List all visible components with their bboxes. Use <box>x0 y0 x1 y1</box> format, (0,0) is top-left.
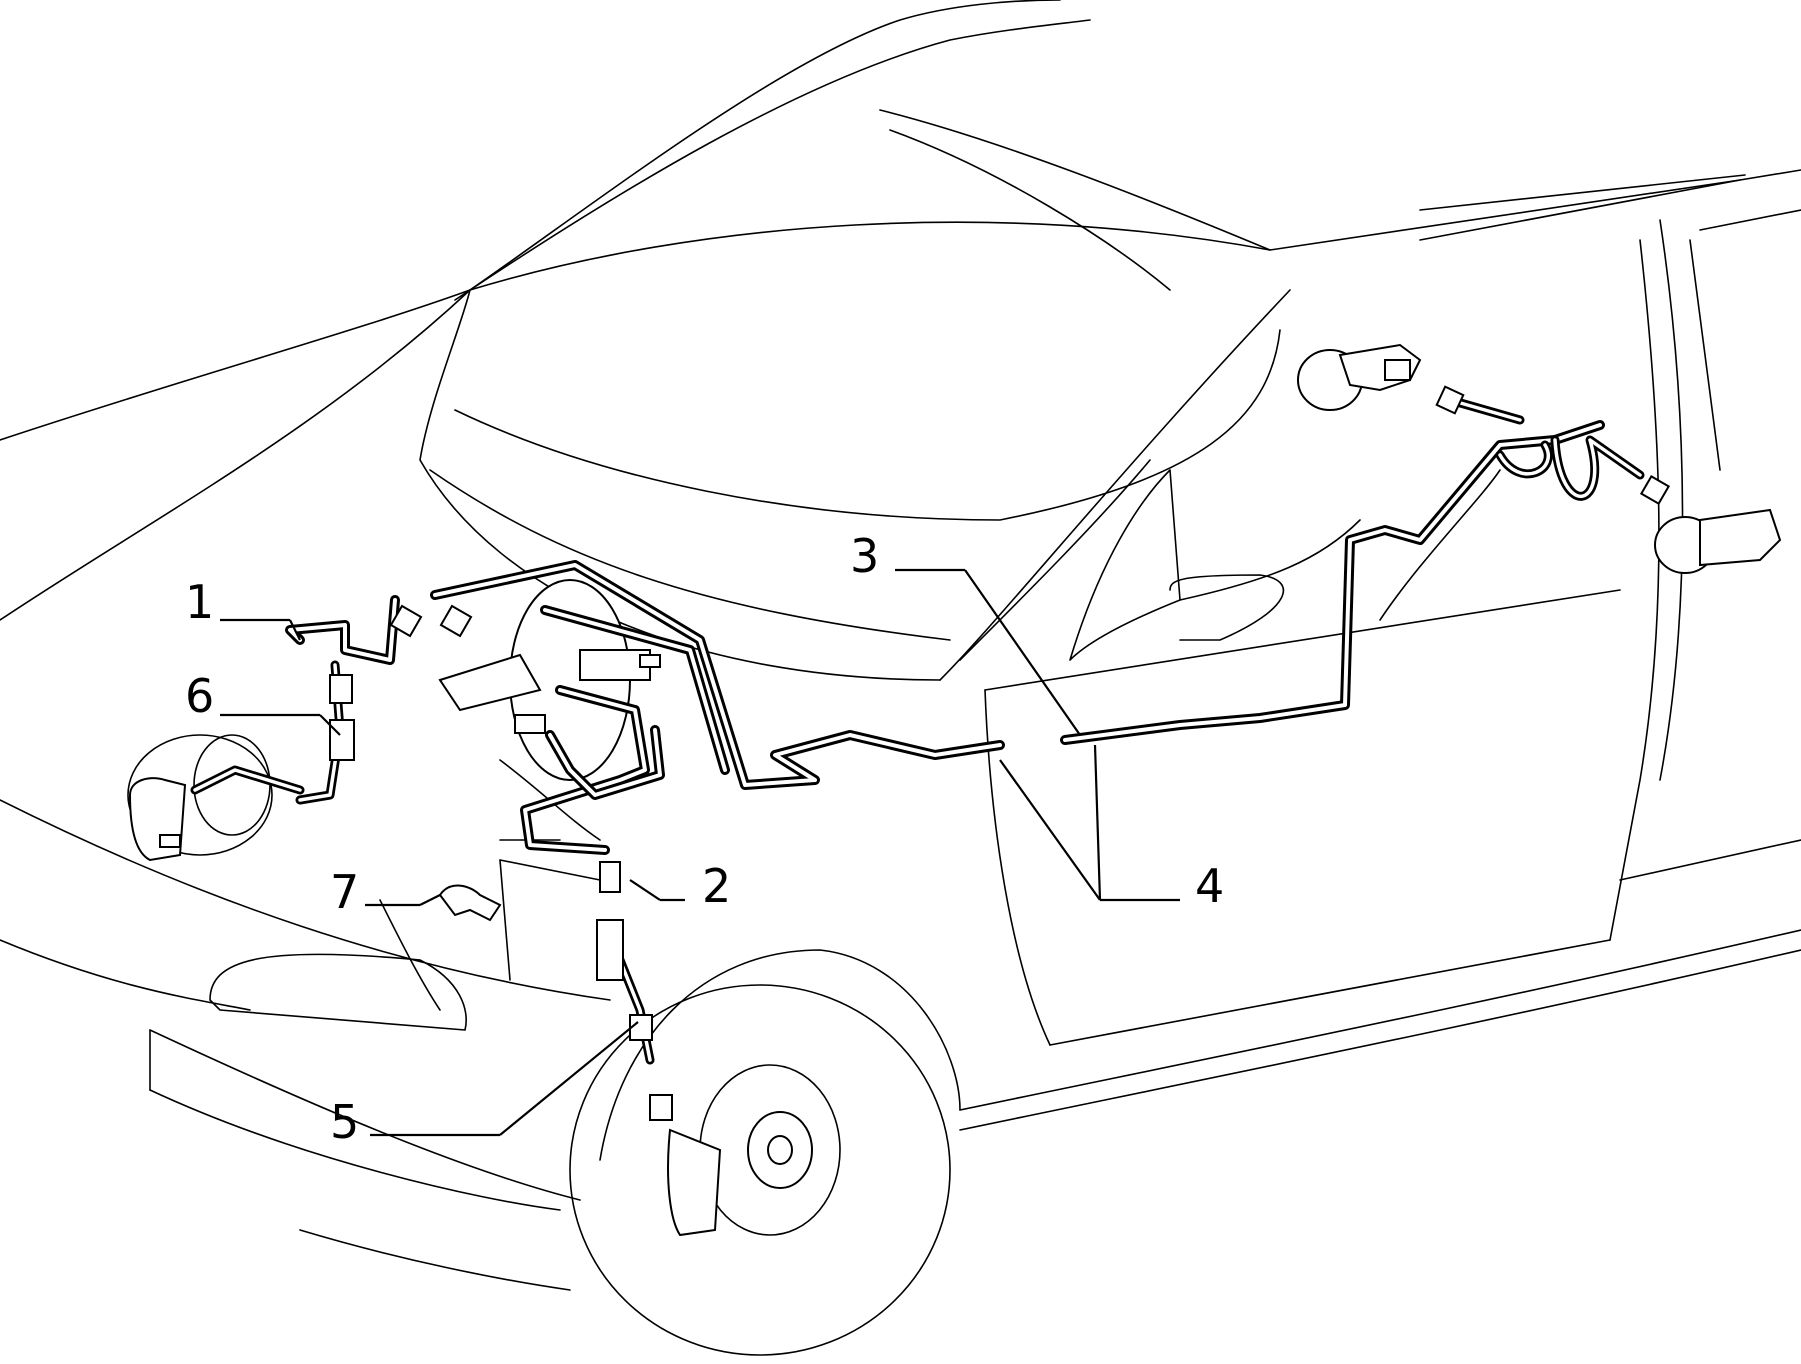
callout-7: 7 <box>330 865 359 919</box>
car-body-outline <box>0 0 1801 1291</box>
pipe-fittings <box>329 385 1671 1121</box>
rear-brake-cylinder-icon <box>1297 343 1422 411</box>
callout-4: 4 <box>1195 859 1224 913</box>
callout-6: 6 <box>185 669 214 723</box>
callout-5: 5 <box>330 1095 359 1149</box>
leader-1-tip <box>289 619 301 641</box>
leader-4-tip-a <box>999 759 1101 901</box>
leader-7-tip <box>419 894 441 906</box>
callout-2: 2 <box>702 859 731 913</box>
leader-5-tip <box>499 1021 639 1136</box>
leader-2-tip <box>629 879 661 901</box>
callout-1: 1 <box>185 575 214 629</box>
leader-4-tip-b <box>1093 744 1102 901</box>
leader-3-tip <box>964 569 1081 736</box>
leader-6-tip <box>319 714 341 736</box>
callouts: 1 6 2 3 4 7 5 <box>185 529 1224 1149</box>
brake-caliper-icon <box>128 777 187 862</box>
callout-3: 3 <box>850 529 879 583</box>
brake-disc-icon <box>569 984 951 1356</box>
brake-pipes <box>190 395 1645 1065</box>
bracket-icon <box>438 884 502 922</box>
leader-lines <box>220 568 1180 1137</box>
rear-brake-cylinder-icon <box>1654 508 1782 574</box>
brake-caliper-icon <box>667 1128 722 1237</box>
